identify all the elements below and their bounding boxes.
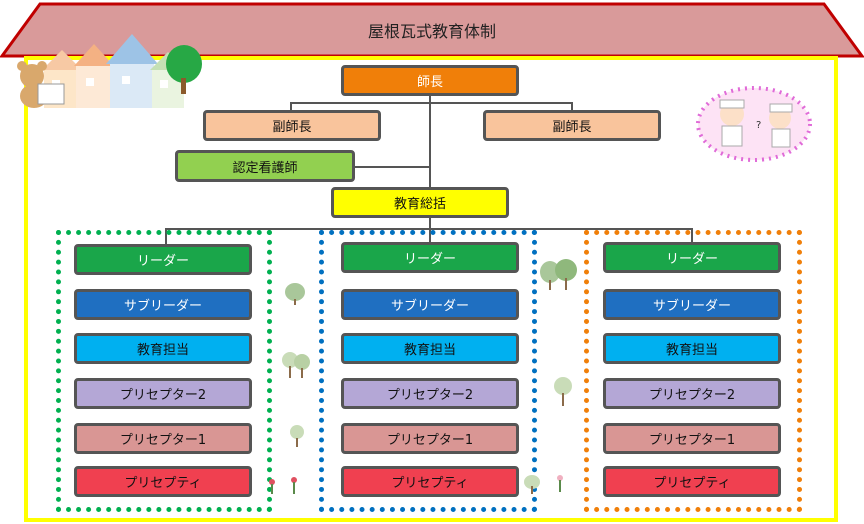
page-title: 屋根瓦式教育体制 bbox=[367, 22, 496, 41]
head-nurse-box: 師長 bbox=[341, 65, 519, 96]
small-tree-icon bbox=[540, 259, 577, 290]
subleader-box: サブリーダー bbox=[74, 289, 252, 320]
subleader-box: サブリーダー bbox=[603, 289, 781, 320]
tree-icon bbox=[166, 45, 202, 94]
roof bbox=[0, 2, 864, 58]
team-right-border bbox=[584, 230, 802, 512]
small-tree-icon bbox=[282, 352, 310, 378]
team-center-border bbox=[319, 230, 537, 512]
educator-box: 教育担当 bbox=[341, 333, 519, 364]
preceptor1-box: プリセプター1 bbox=[341, 423, 519, 454]
preceptor2-box: プリセプター2 bbox=[603, 378, 781, 409]
preceptee-box: プリセプティ bbox=[341, 466, 519, 497]
leader-box: リーダー bbox=[74, 244, 252, 275]
flower-icon bbox=[524, 475, 563, 494]
preceptor1-box: プリセプター1 bbox=[74, 423, 252, 454]
building-frame bbox=[24, 56, 838, 522]
preceptee-box: プリセプティ bbox=[603, 466, 781, 497]
educator-box: 教育担当 bbox=[603, 333, 781, 364]
leader-box: リーダー bbox=[341, 242, 519, 273]
vice-head-nurse-right-box: 副師長 bbox=[483, 110, 661, 141]
education-lead-box: 教育総括 bbox=[331, 187, 509, 218]
certified-nurse-box: 認定看護師 bbox=[175, 150, 355, 182]
preceptor2-box: プリセプター2 bbox=[74, 378, 252, 409]
small-tree-icon bbox=[554, 377, 572, 406]
preceptor1-box: プリセプター1 bbox=[603, 423, 781, 454]
small-tree-icon bbox=[285, 283, 305, 305]
svg-text:?: ? bbox=[756, 120, 761, 131]
vice-head-nurse-left-box: 副師長 bbox=[203, 110, 381, 141]
preceptee-box: プリセプティ bbox=[74, 466, 252, 497]
small-tree-icon bbox=[290, 425, 304, 447]
team-left-border bbox=[56, 230, 272, 512]
preceptor2-box: プリセプター2 bbox=[341, 378, 519, 409]
educator-box: 教育担当 bbox=[74, 333, 252, 364]
nurses-illustration-icon: ? bbox=[696, 86, 812, 162]
flower-icon bbox=[269, 477, 297, 494]
subleader-box: サブリーダー bbox=[341, 289, 519, 320]
houses-icon bbox=[42, 34, 186, 108]
bear-with-bag-icon bbox=[17, 61, 65, 108]
leader-box: リーダー bbox=[603, 242, 781, 273]
